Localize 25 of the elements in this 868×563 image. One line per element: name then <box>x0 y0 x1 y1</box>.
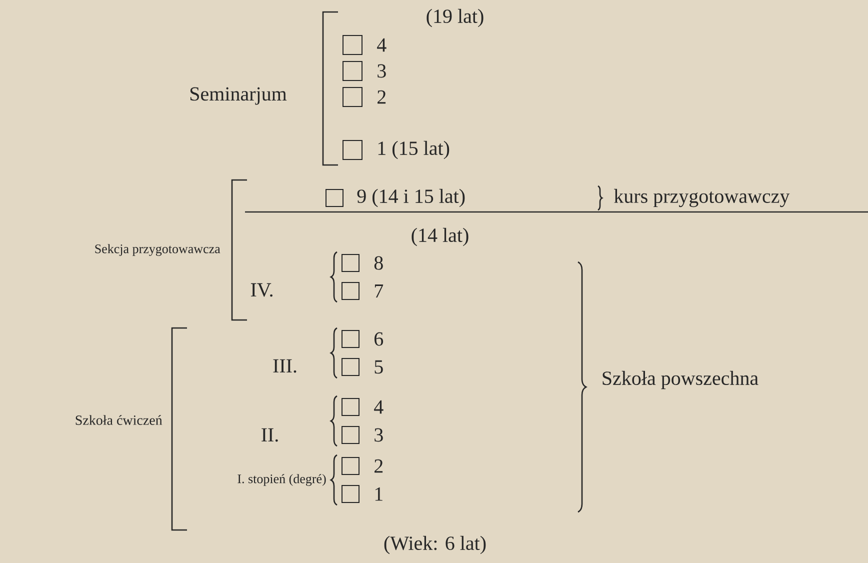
label-text: (19 lat) <box>426 8 484 28</box>
label-text: 7 <box>374 284 384 298</box>
label-text: (14 lat) <box>412 228 468 246</box>
label-text: 3 <box>378 64 386 78</box>
label-text: IV. <box>250 283 272 297</box>
label-text: Szkoła ćwiczeń <box>76 415 162 425</box>
label-text: Szkoła powszechna <box>602 370 758 390</box>
label-text: 1 <box>375 487 382 501</box>
label-text: 3 <box>374 428 383 442</box>
label-text: 9 (14 i 15 lat) <box>357 188 465 208</box>
label-text: 2 <box>374 459 383 473</box>
label-text: 5 <box>374 360 383 374</box>
label-text: (Wiek: 6 lat) <box>384 536 486 554</box>
label-text: 6 <box>374 332 384 346</box>
label-text: 2 <box>378 90 386 104</box>
label-text: Sekcja przygotowawcza <box>95 244 220 256</box>
label-text: 1 (15 lat) <box>378 140 450 160</box>
label-text: 4 <box>374 400 384 414</box>
label-text: II. <box>262 428 278 442</box>
label-text: III. <box>273 359 296 373</box>
label-text: Seminarjum <box>190 87 287 105</box>
label-text: 8 <box>374 256 383 270</box>
label-text: kurs przygotowawczy <box>614 188 790 208</box>
label-text: 4 <box>377 38 386 52</box>
label-text: I. stopień (degré) <box>238 474 326 486</box>
